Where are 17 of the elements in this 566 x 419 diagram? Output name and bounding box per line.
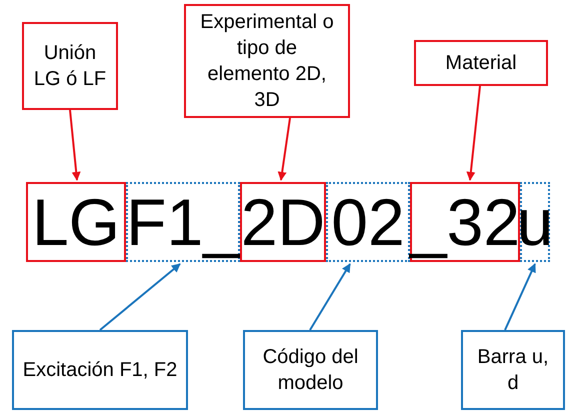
arrow (309, 263, 351, 331)
arrow (99, 263, 181, 331)
label-box: Material (414, 40, 548, 86)
arrow (504, 263, 536, 330)
segment-box: 2D (240, 182, 326, 262)
dotted-segment-box: F1_ (126, 182, 240, 262)
label-box: Código del modelo (243, 330, 378, 410)
dotted-segment-box: u (520, 182, 550, 262)
label-box: Experimental o tipo de elemento 2D, 3D (184, 4, 350, 118)
label-box: Excitación F1, F2 (12, 330, 188, 410)
dotted-segment-box: 02 (326, 182, 410, 262)
label-box: Unión LG ó LF (22, 22, 118, 110)
arrow (466, 86, 481, 181)
arrow (69, 110, 81, 181)
label-box: Barra u, d (461, 330, 565, 410)
segment-box: LG (26, 182, 126, 262)
arrow (278, 118, 291, 181)
